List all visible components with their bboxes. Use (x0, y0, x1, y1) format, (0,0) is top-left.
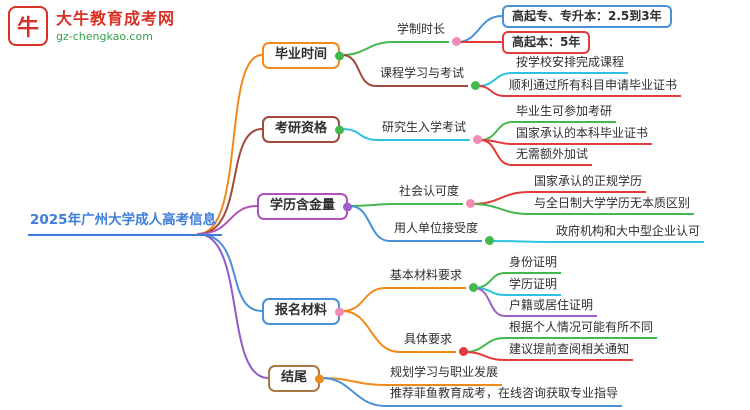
node-basic-material-requirements[interactable]: 基本材料要求 (386, 268, 479, 292)
leaf-residence-proof[interactable]: 户籍或居住证明 (505, 298, 598, 317)
node-plan-study-career[interactable]: 规划学习与职业发展 (386, 365, 503, 386)
node-dot (459, 347, 469, 356)
connector-state-recognized-degree (470, 191, 531, 205)
node-label: 学制时长 (397, 22, 446, 36)
node-course-study-exam[interactable]: 课程学习与考试 (376, 66, 481, 90)
connector-residence-proof (473, 287, 506, 317)
leaf-gov-enterprise-recognition[interactable]: 政府机构和大中型企业认可 (552, 224, 705, 243)
leaf-state-recognized-bachelor[interactable]: 国家承认的本科毕业证书 (512, 126, 653, 145)
node-dot (452, 37, 462, 46)
connector-varies-by-person (463, 337, 506, 353)
branch-ending[interactable]: 结尾 (268, 365, 325, 392)
branch-dot (315, 374, 325, 383)
logo-text: 大牛教育成考网 gz-chengkao.com (56, 9, 175, 43)
connector-no-extra-exam (479, 139, 513, 166)
leaf-school-arranged-courses[interactable]: 按学校安排完成课程 (512, 55, 629, 74)
leaf-college-upgrade-duration[interactable]: 高起专、专升本：2.5到3年 (502, 5, 672, 28)
leaf-state-recognized-degree[interactable]: 国家承认的正规学历 (530, 174, 647, 193)
connector-gov-enterprise-recognition (489, 240, 553, 243)
leaf-id-proof[interactable]: 身份证明 (505, 255, 562, 274)
leaf-no-difference-fulltime[interactable]: 与全日制大学学历无本质区别 (530, 196, 695, 215)
connector-central-postgrad-eligibility (197, 128, 263, 235)
node-dot (473, 135, 483, 144)
branch-label: 学历含金量 (270, 198, 336, 213)
node-label: 基本材料要求 (390, 268, 463, 282)
node-label: 课程学习与考试 (380, 66, 465, 80)
connector-postgrad-entrance-exam (341, 128, 379, 141)
branch-dot (343, 202, 353, 211)
node-dot (466, 199, 476, 208)
branch-graduation-time[interactable]: 毕业时间 (262, 42, 345, 69)
node-social-recognition[interactable]: 社会认可度 (395, 184, 476, 208)
connector-recommend-consult (321, 377, 387, 407)
node-label: 具体要求 (404, 332, 453, 346)
leaf-graduates-can-apply[interactable]: 毕业生可参加考研 (512, 104, 617, 123)
branch-degree-value[interactable]: 学历含金量 (257, 193, 353, 220)
node-label: 研究生入学考试 (382, 120, 467, 134)
branch-label: 毕业时间 (275, 47, 328, 62)
central-topic[interactable]: 2025年广州大学成人高考信息 (28, 212, 223, 236)
node-employer-acceptance[interactable]: 用人单位接受度 (390, 221, 495, 245)
connector-central-graduation-time (197, 54, 263, 235)
connector-id-proof (473, 272, 506, 289)
connector-study-duration (341, 41, 394, 56)
site-logo[interactable]: 牛 大牛教育成考网 gz-chengkao.com (8, 6, 175, 46)
branch-label: 考研资格 (275, 121, 328, 136)
leaf-highschool-bachelor-duration[interactable]: 高起本：5年 (502, 31, 591, 54)
branch-dot (335, 307, 345, 316)
connector-pass-all-subjects (477, 85, 506, 97)
branch-postgrad-eligibility[interactable]: 考研资格 (262, 116, 345, 143)
connector-central-degree-value (197, 205, 258, 235)
node-label: 用人单位接受度 (394, 221, 479, 235)
leaf-check-notices[interactable]: 建议提前查阅相关通知 (505, 342, 634, 361)
node-specific-requirements[interactable]: 具体要求 (400, 332, 469, 356)
branch-label: 报名材料 (275, 303, 328, 318)
connector-graduates-can-apply (479, 121, 513, 141)
node-dot (485, 236, 495, 245)
connector-course-study-exam (341, 54, 377, 87)
leaf-no-extra-exam[interactable]: 无需额外加试 (512, 147, 593, 166)
branch-dot (335, 125, 345, 134)
node-dot (471, 81, 481, 90)
cow-logo-icon: 牛 (8, 6, 48, 46)
node-postgrad-entrance-exam[interactable]: 研究生入学考试 (378, 120, 483, 144)
connector-specific-requirements (341, 310, 401, 353)
brand-domain: gz-chengkao.com (56, 30, 153, 44)
leaf-pass-all-subjects[interactable]: 顺利通过所有科目申请毕业证书 (505, 78, 682, 97)
connector-central-application-materials (197, 233, 263, 312)
connector-basic-material-requirements (341, 287, 387, 312)
connector-central-ending (197, 233, 269, 379)
node-label: 社会认可度 (399, 184, 460, 198)
node-study-duration[interactable]: 学制时长 (393, 22, 462, 46)
connector-employer-acceptance (349, 205, 391, 242)
node-recommend-consult[interactable]: 推荐菲鱼教育成考，在线咨询获取专业指导 (386, 386, 623, 407)
connector-no-difference-fulltime (470, 203, 531, 215)
cow-glyph: 牛 (16, 16, 39, 41)
branch-dot (335, 51, 345, 60)
leaf-varies-by-person[interactable]: 根据个人情况可能有所不同 (505, 320, 658, 339)
connector-social-recognition (349, 203, 396, 207)
branch-label: 结尾 (281, 370, 308, 385)
connector-college-upgrade-duration (456, 15, 503, 43)
leaf-education-proof[interactable]: 学历证明 (505, 277, 562, 296)
brand-name: 大牛教育成考网 (56, 8, 176, 28)
node-dot (469, 283, 479, 292)
connector-check-notices (463, 351, 506, 361)
branch-application-materials[interactable]: 报名材料 (262, 298, 345, 325)
